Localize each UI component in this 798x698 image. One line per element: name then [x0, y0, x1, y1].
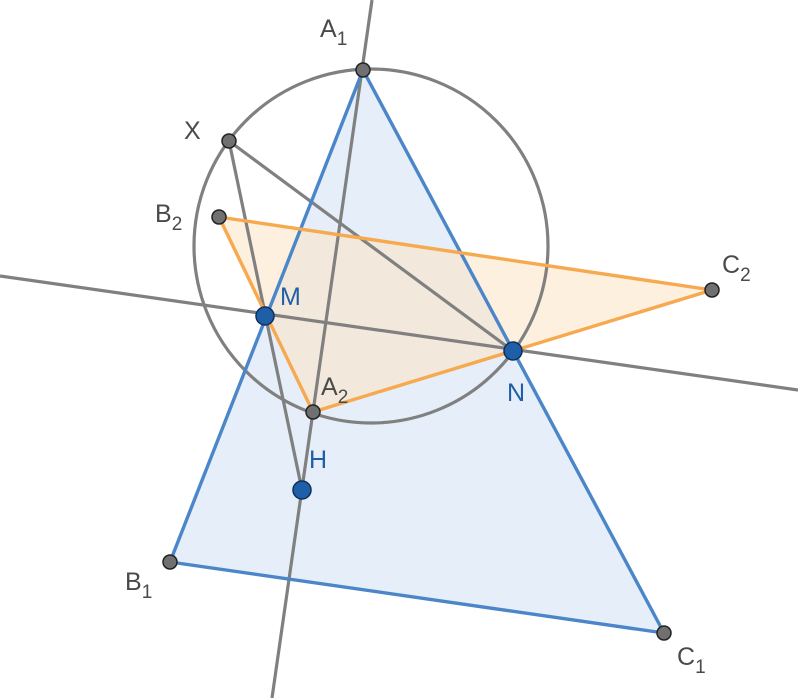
label-b2: B2 — [155, 200, 182, 235]
circumcircle — [192, 67, 550, 425]
label-n: N — [507, 379, 525, 407]
label-c1: C1 — [677, 643, 706, 678]
point-b2[interactable] — [211, 209, 227, 225]
point-m[interactable] — [255, 306, 275, 326]
label-a1: A1 — [320, 15, 347, 50]
point-c1[interactable] — [656, 625, 672, 641]
point-x[interactable] — [221, 133, 237, 149]
label-a2: A2 — [321, 373, 348, 408]
point-b1[interactable] — [162, 554, 178, 570]
point-c2[interactable] — [704, 282, 720, 298]
label-c2: C2 — [722, 251, 751, 286]
label-h: H — [309, 446, 327, 474]
label-m: M — [280, 283, 301, 311]
segment-x-n — [228, 139, 514, 353]
line-a1-a2 — [270, 0, 374, 698]
point-a2[interactable] — [305, 404, 321, 420]
label-x: X — [184, 117, 201, 145]
label-b1: B1 — [125, 568, 152, 603]
point-n[interactable] — [503, 341, 523, 361]
line-mn — [0, 274, 798, 392]
point-a1[interactable] — [355, 62, 371, 78]
point-h[interactable] — [292, 480, 312, 500]
